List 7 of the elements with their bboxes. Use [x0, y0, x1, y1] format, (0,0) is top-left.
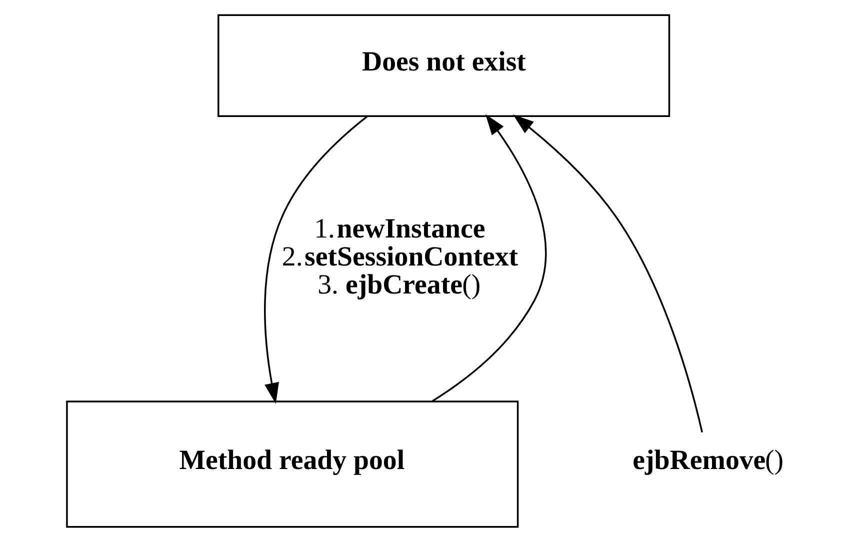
node-box: Does not exist — [217, 14, 670, 117]
edge-label: 1.newInstance 2.setSessionContext 3. ejbCreate() — [281, 214, 518, 300]
arrow — [264, 116, 368, 404]
node-box: Method ready pool — [66, 400, 518, 528]
node-text: ejbRemove() — [632, 445, 784, 476]
arrow — [512, 114, 702, 432]
arrow — [431, 114, 546, 402]
